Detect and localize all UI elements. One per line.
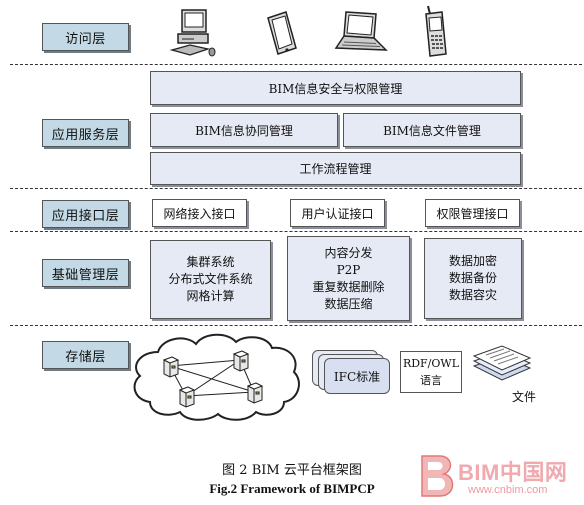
layer-label-storage: 存储层 — [42, 341, 129, 369]
base-item: P2P — [336, 262, 361, 277]
layer-label-access: 访问层 — [42, 23, 129, 51]
user-auth-interface: 用户认证接口 — [290, 199, 385, 227]
server-icon — [246, 382, 264, 404]
desktop-computer-icon — [169, 9, 216, 57]
tablet-icon — [267, 11, 297, 55]
server-cloud — [133, 333, 300, 421]
divider — [10, 231, 582, 232]
base-item: 数据加密 — [448, 254, 497, 268]
base-cluster-box: 集群系统 分布式文件系统 网格计算 — [150, 240, 271, 319]
base-distribution-box: 内容分发 P2P 重复数据删除 数据压缩 — [287, 236, 410, 321]
rdf-language-label: 语言 — [420, 374, 442, 387]
base-item: 数据压缩 — [324, 296, 373, 311]
cloud-outline — [133, 333, 300, 421]
files-label: 文件 — [512, 390, 537, 404]
divider — [10, 188, 582, 189]
ifc-stack: IFC标准 — [312, 350, 392, 396]
watermark-url: www.cnbim.com — [468, 484, 548, 496]
figure-caption-cn: 图 2 BIM 云平台框架图 — [222, 463, 362, 478]
mobile-phone-icon — [425, 5, 447, 57]
divider — [10, 325, 582, 326]
base-security-box: 数据加密 数据备份 数据容灾 — [424, 238, 522, 319]
figure-caption-en: Fig.2 Framework of BIMPCP — [209, 481, 375, 496]
server-icon — [178, 386, 196, 408]
laptop-icon — [334, 11, 388, 51]
documents-icon — [472, 345, 532, 381]
server-icon — [162, 356, 180, 378]
server-icon — [232, 350, 250, 372]
watermark-brand: BIM中国网 — [458, 460, 568, 485]
bim-logo-icon — [421, 455, 454, 497]
file-management-box: BIM信息文件管理 — [343, 113, 521, 147]
base-item: 分布式文件系统 — [168, 272, 253, 286]
base-item: 内容分发 — [324, 245, 373, 260]
base-item: 数据备份 — [448, 271, 497, 285]
ifc-standard-box: IFC标准 — [324, 358, 390, 394]
base-item: 重复数据删除 — [312, 279, 385, 294]
permission-interface: 权限管理接口 — [425, 199, 520, 227]
layer-label-interface: 应用接口层 — [42, 200, 129, 228]
rdf-owl-box: RDF/OWL 语言 — [400, 351, 462, 393]
workflow-management-box: 工作流程管理 — [150, 152, 521, 185]
collaboration-management-box: BIM信息协同管理 — [150, 113, 338, 147]
security-management-box: BIM信息安全与权限管理 — [150, 71, 521, 105]
divider — [10, 64, 582, 65]
layer-label-base: 基础管理层 — [42, 259, 129, 287]
base-item: 数据容灾 — [448, 288, 497, 302]
base-item: 集群系统 — [186, 255, 235, 269]
network-access-interface: 网络接入接口 — [152, 199, 247, 227]
rdf-owl-label: RDF/OWL — [402, 357, 460, 370]
base-item: 网格计算 — [186, 289, 235, 303]
layer-label-service: 应用服务层 — [42, 119, 129, 147]
